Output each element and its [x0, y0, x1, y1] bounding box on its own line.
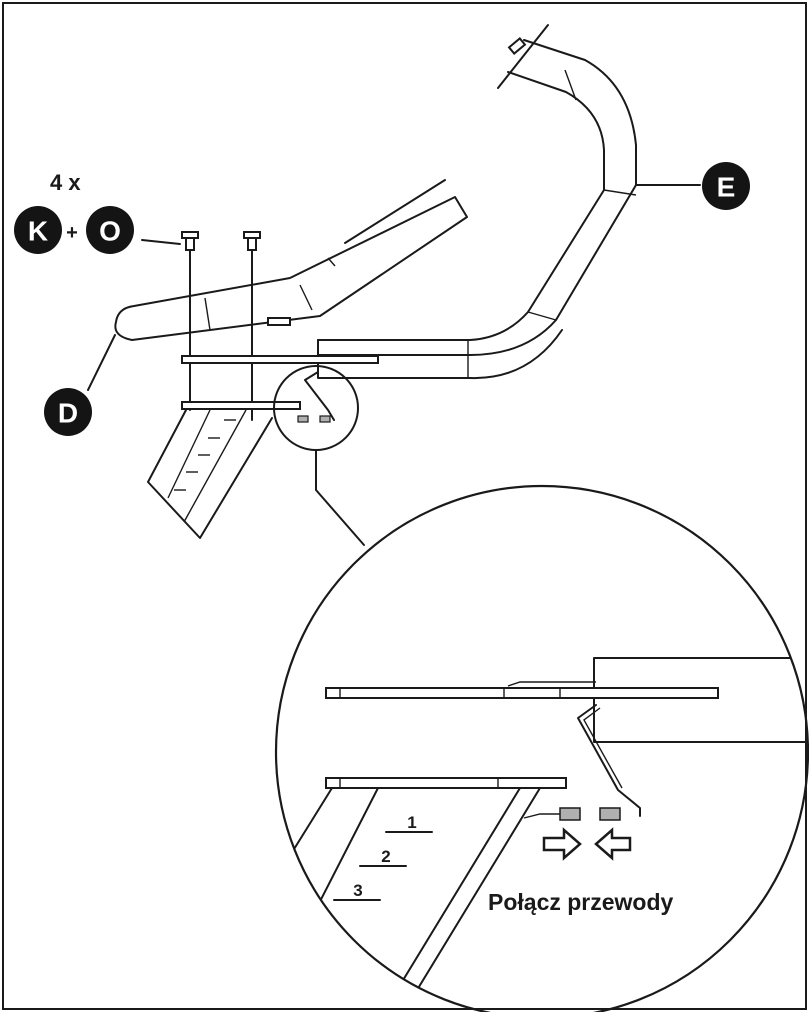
step-plate-small [147, 409, 273, 539]
badge-e: E [702, 162, 750, 210]
badge-e-text: E [717, 172, 736, 203]
step-number-3: 3 [353, 881, 362, 900]
badge-d: D [44, 388, 92, 436]
arrow-left-icon [594, 827, 632, 861]
step-number-2: 2 [381, 847, 390, 866]
zoom-leader [315, 449, 365, 546]
small-rails [181, 355, 379, 410]
leader-k-o [141, 239, 181, 245]
arm-e-tube [317, 24, 701, 380]
badge-o: O [86, 206, 134, 254]
arm-d-tube [87, 179, 468, 391]
quantity-label: 4 x [50, 170, 81, 195]
wire-small [297, 371, 335, 423]
plus-sign: + [66, 222, 78, 244]
zoom-detail [276, 657, 808, 1012]
step-number-1: 1 [407, 813, 416, 832]
bolt-left [181, 231, 199, 411]
badge-d-text: D [58, 398, 78, 429]
zoom-circle [274, 484, 809, 1012]
badge-k-text: K [28, 216, 48, 247]
bolt-right [243, 231, 261, 421]
badge-k: K [14, 206, 62, 254]
caption-connect-wires: Połącz przewody [488, 889, 674, 915]
arrow-right-icon [542, 827, 582, 861]
badge-o-text: O [99, 216, 121, 247]
